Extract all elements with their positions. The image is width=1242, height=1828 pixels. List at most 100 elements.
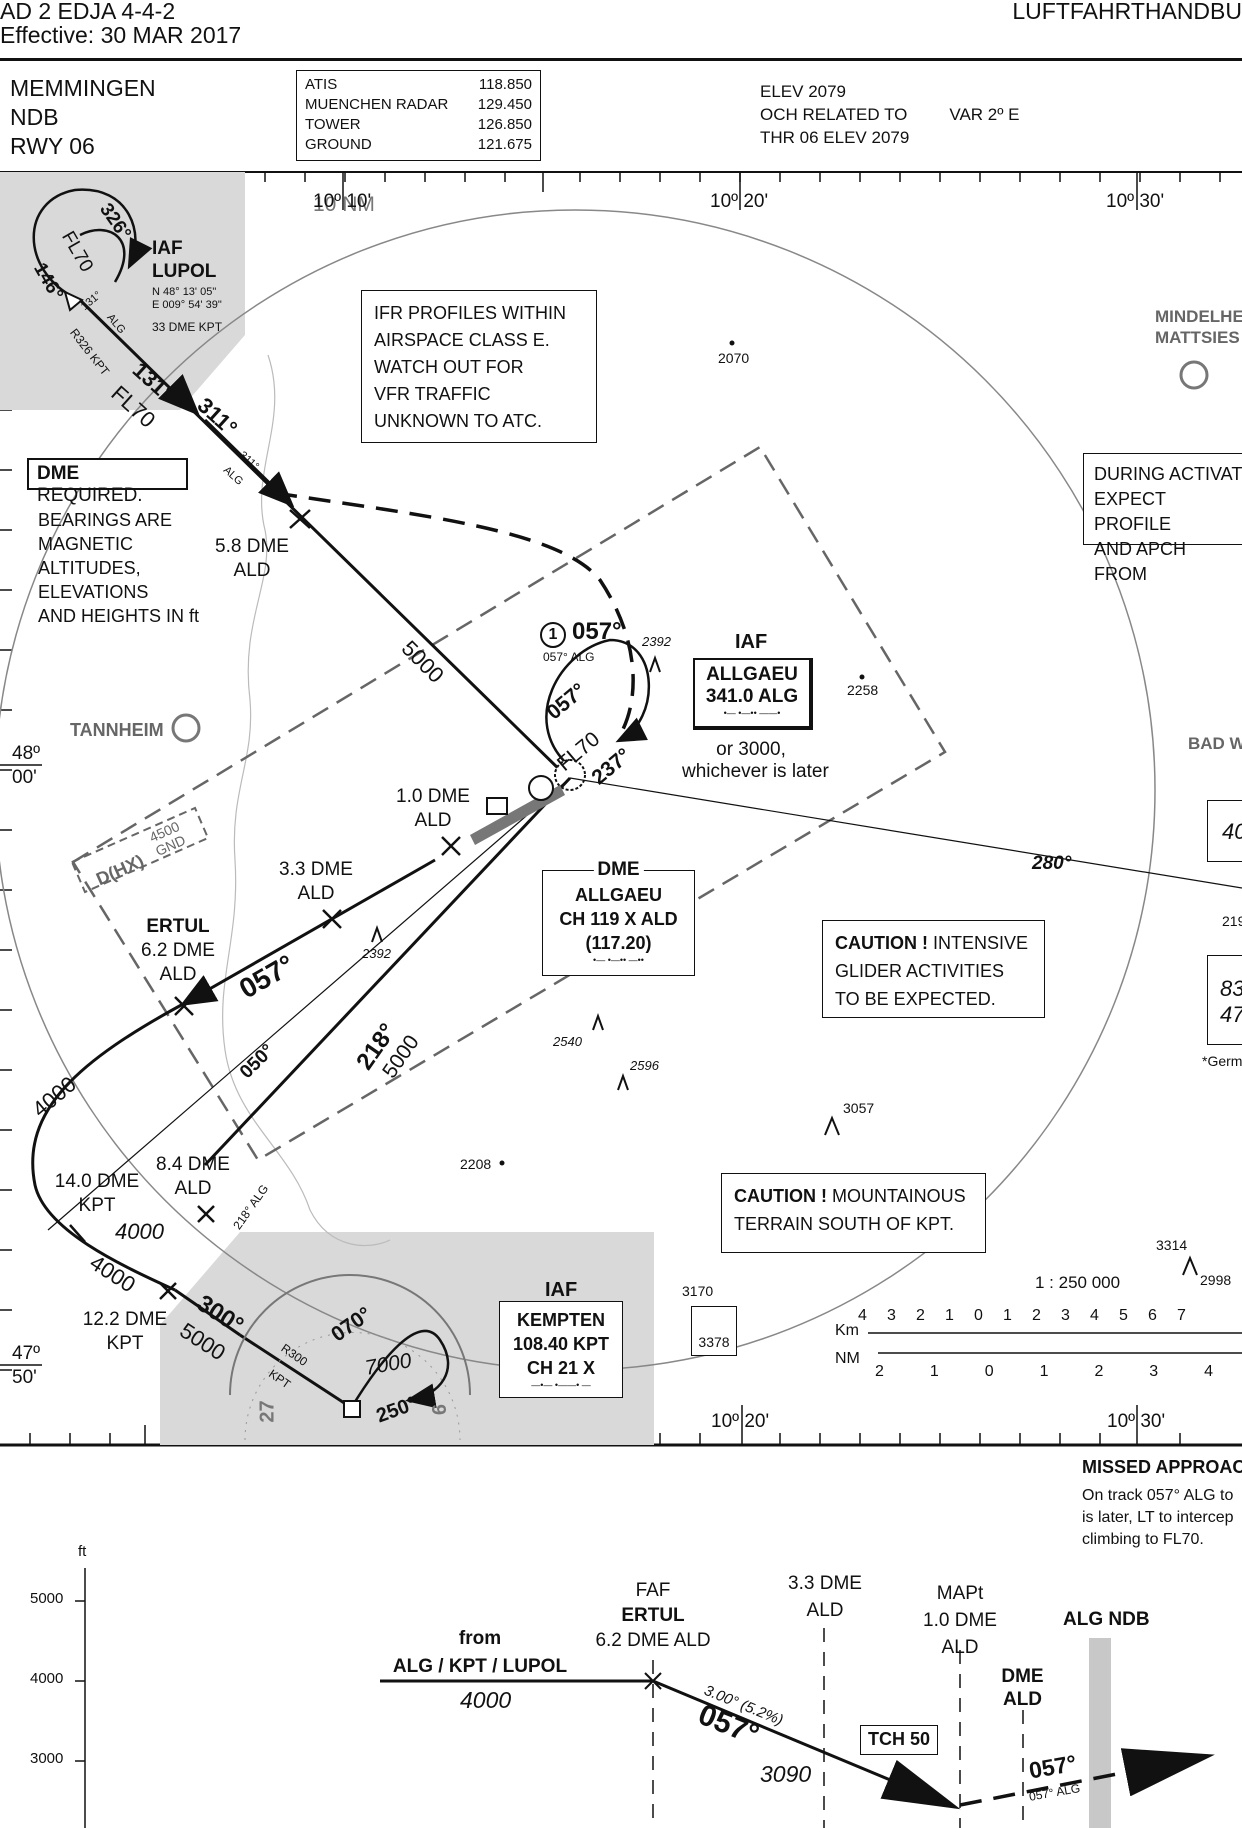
note-line: VFR TRAFFIC <box>374 384 491 404</box>
bearings-note: BEARINGS ARE MAGNETIC ALTITUDES, ELEVATI… <box>38 508 199 628</box>
effective-date: Effective: 30 MAR 2017 <box>0 22 242 48</box>
side-box-value: 83 <box>1220 976 1242 1001</box>
lupol-iaf-tag: IAF <box>152 238 183 259</box>
spot-height-dots <box>499 340 865 1166</box>
spot-height: 2392 <box>362 946 391 961</box>
fix-line: KPT <box>78 1195 116 1216</box>
hold-number-circle <box>528 775 554 801</box>
faf-line: FAF <box>635 1580 671 1601</box>
note-line: BEARINGS ARE <box>38 510 173 530</box>
profile-y-5000: 5000 <box>30 1590 64 1607</box>
lat-min: 00' <box>12 767 37 788</box>
bad-w-label: BAD W <box>1188 734 1242 753</box>
lupol-inset-shade <box>0 172 245 410</box>
dme-channel: CH 119 X ALD <box>559 909 678 929</box>
freq-name: TOWER <box>305 116 361 133</box>
missed-line: On track 057° ALG to <box>1082 1487 1234 1504</box>
faf-maltese-cross <box>644 1672 662 1690</box>
note-line: EXPECT PROFILE <box>1094 489 1172 534</box>
freq-value: 118.850 <box>478 76 532 93</box>
hold-track-text: 057° <box>572 618 622 645</box>
fix-line: ERTUL <box>146 916 210 937</box>
allgaeu-ndb-symbol <box>554 759 586 791</box>
missed-approach-text: On track 057° ALG to is later, LT to int… <box>1082 1485 1233 1551</box>
allgaeu-whichever: whichever is later <box>682 761 829 782</box>
dme-required-box: DME REQUIRED. <box>27 458 188 506</box>
side-box-2: 8347 <box>1207 955 1242 1045</box>
hold-small-alg: 057° ALG <box>543 650 595 664</box>
freq-name: ATIS <box>305 76 338 93</box>
fix-line: 5.8 DME <box>215 536 289 557</box>
activation-note: DURING ACTIVAT EXPECT PROFILE AND APCH F… <box>1083 453 1242 584</box>
missed-line: is later, LT to intercep <box>1082 1509 1234 1526</box>
scale-ratio: 1 : 250 000 <box>1035 1273 1121 1292</box>
tick: 0 <box>974 1307 983 1324</box>
alg-ndb-bar <box>1089 1638 1111 1828</box>
profile-alt-4000: 4000 <box>460 1687 512 1713</box>
lon-label-bottom-1030: 10º 30' <box>1107 1411 1166 1432</box>
airport-name: MEMMINGEN <box>10 75 156 101</box>
track-311-arrow <box>203 418 295 508</box>
tannheim-label: TANNHEIM <box>70 720 164 740</box>
freq-row-atis: ATIS 118.850 <box>305 75 532 95</box>
note-line: WATCH OUT FOR <box>374 357 524 377</box>
note-line: IFR PROFILES WITHIN <box>374 303 567 323</box>
bottom-graticule-ticks <box>29 1405 1181 1445</box>
tick: 2 <box>1032 1307 1041 1324</box>
fix-line: 3.3 DME <box>279 859 353 880</box>
ifr-profiles-note: IFR PROFILES WITHIN AIRSPACE CLASS E. WA… <box>361 290 597 443</box>
note-line: ALTITUDES, <box>38 558 141 578</box>
threshold-elevation: THR 06 ELEV 2079 <box>760 128 910 147</box>
side-box-1: 40 <box>1207 800 1242 862</box>
profile-descent <box>652 1679 961 1810</box>
tick: 6 <box>1148 1307 1157 1324</box>
tick: 1 <box>1039 1363 1049 1380</box>
ring-label: 10 NM <box>313 193 375 216</box>
header-rule <box>0 58 1242 61</box>
lon-label-1030: 10º 30' <box>1106 191 1165 212</box>
kempten-hold <box>348 1329 450 1411</box>
dme-morse: •— •—•• —•• <box>593 955 644 965</box>
tick: 7 <box>1177 1307 1186 1324</box>
och-label: OCH RELATED TO <box>760 105 908 124</box>
freq-value: 129.450 <box>477 96 532 113</box>
caution-bold: CAUTION ! <box>835 933 928 953</box>
kempten-compass-rose <box>229 1274 471 1396</box>
kempten-track-300 <box>239 1333 356 1412</box>
spot-height: 2208 <box>460 1156 492 1172</box>
kempten-vor-symbol <box>343 1400 361 1418</box>
compass-rose-ticks <box>244 1332 461 1441</box>
dme-name: ALLGAEU <box>575 885 662 905</box>
track-218 <box>203 776 572 1167</box>
airport-elevation: ELEV 2079 <box>760 82 847 101</box>
lupol-hold-inbound <box>79 228 126 283</box>
tick: 2 <box>875 1363 884 1380</box>
tick: 1 <box>929 1363 939 1380</box>
allgaeu-morse: •— •—•• ——• <box>723 708 781 718</box>
freq-value: 121.675 <box>477 136 532 153</box>
kempten-name: KEMPTEN <box>516 1310 605 1330</box>
lupol-lon: E 009° 54' 39" <box>152 299 222 311</box>
tick: 4 <box>1090 1307 1099 1324</box>
profile-y-4000: 4000 <box>30 1670 64 1687</box>
missed-approach-title: MISSED APPROACH <box>1082 1457 1242 1477</box>
spot-height: 2258 <box>847 682 879 698</box>
fix-line: KPT <box>106 1333 144 1354</box>
hold-number: 1 <box>540 622 566 648</box>
tick: 2 <box>1094 1363 1104 1380</box>
note-line: AND HEIGHTS IN ft <box>38 606 200 626</box>
note-line: ELEVATIONS <box>38 582 149 602</box>
